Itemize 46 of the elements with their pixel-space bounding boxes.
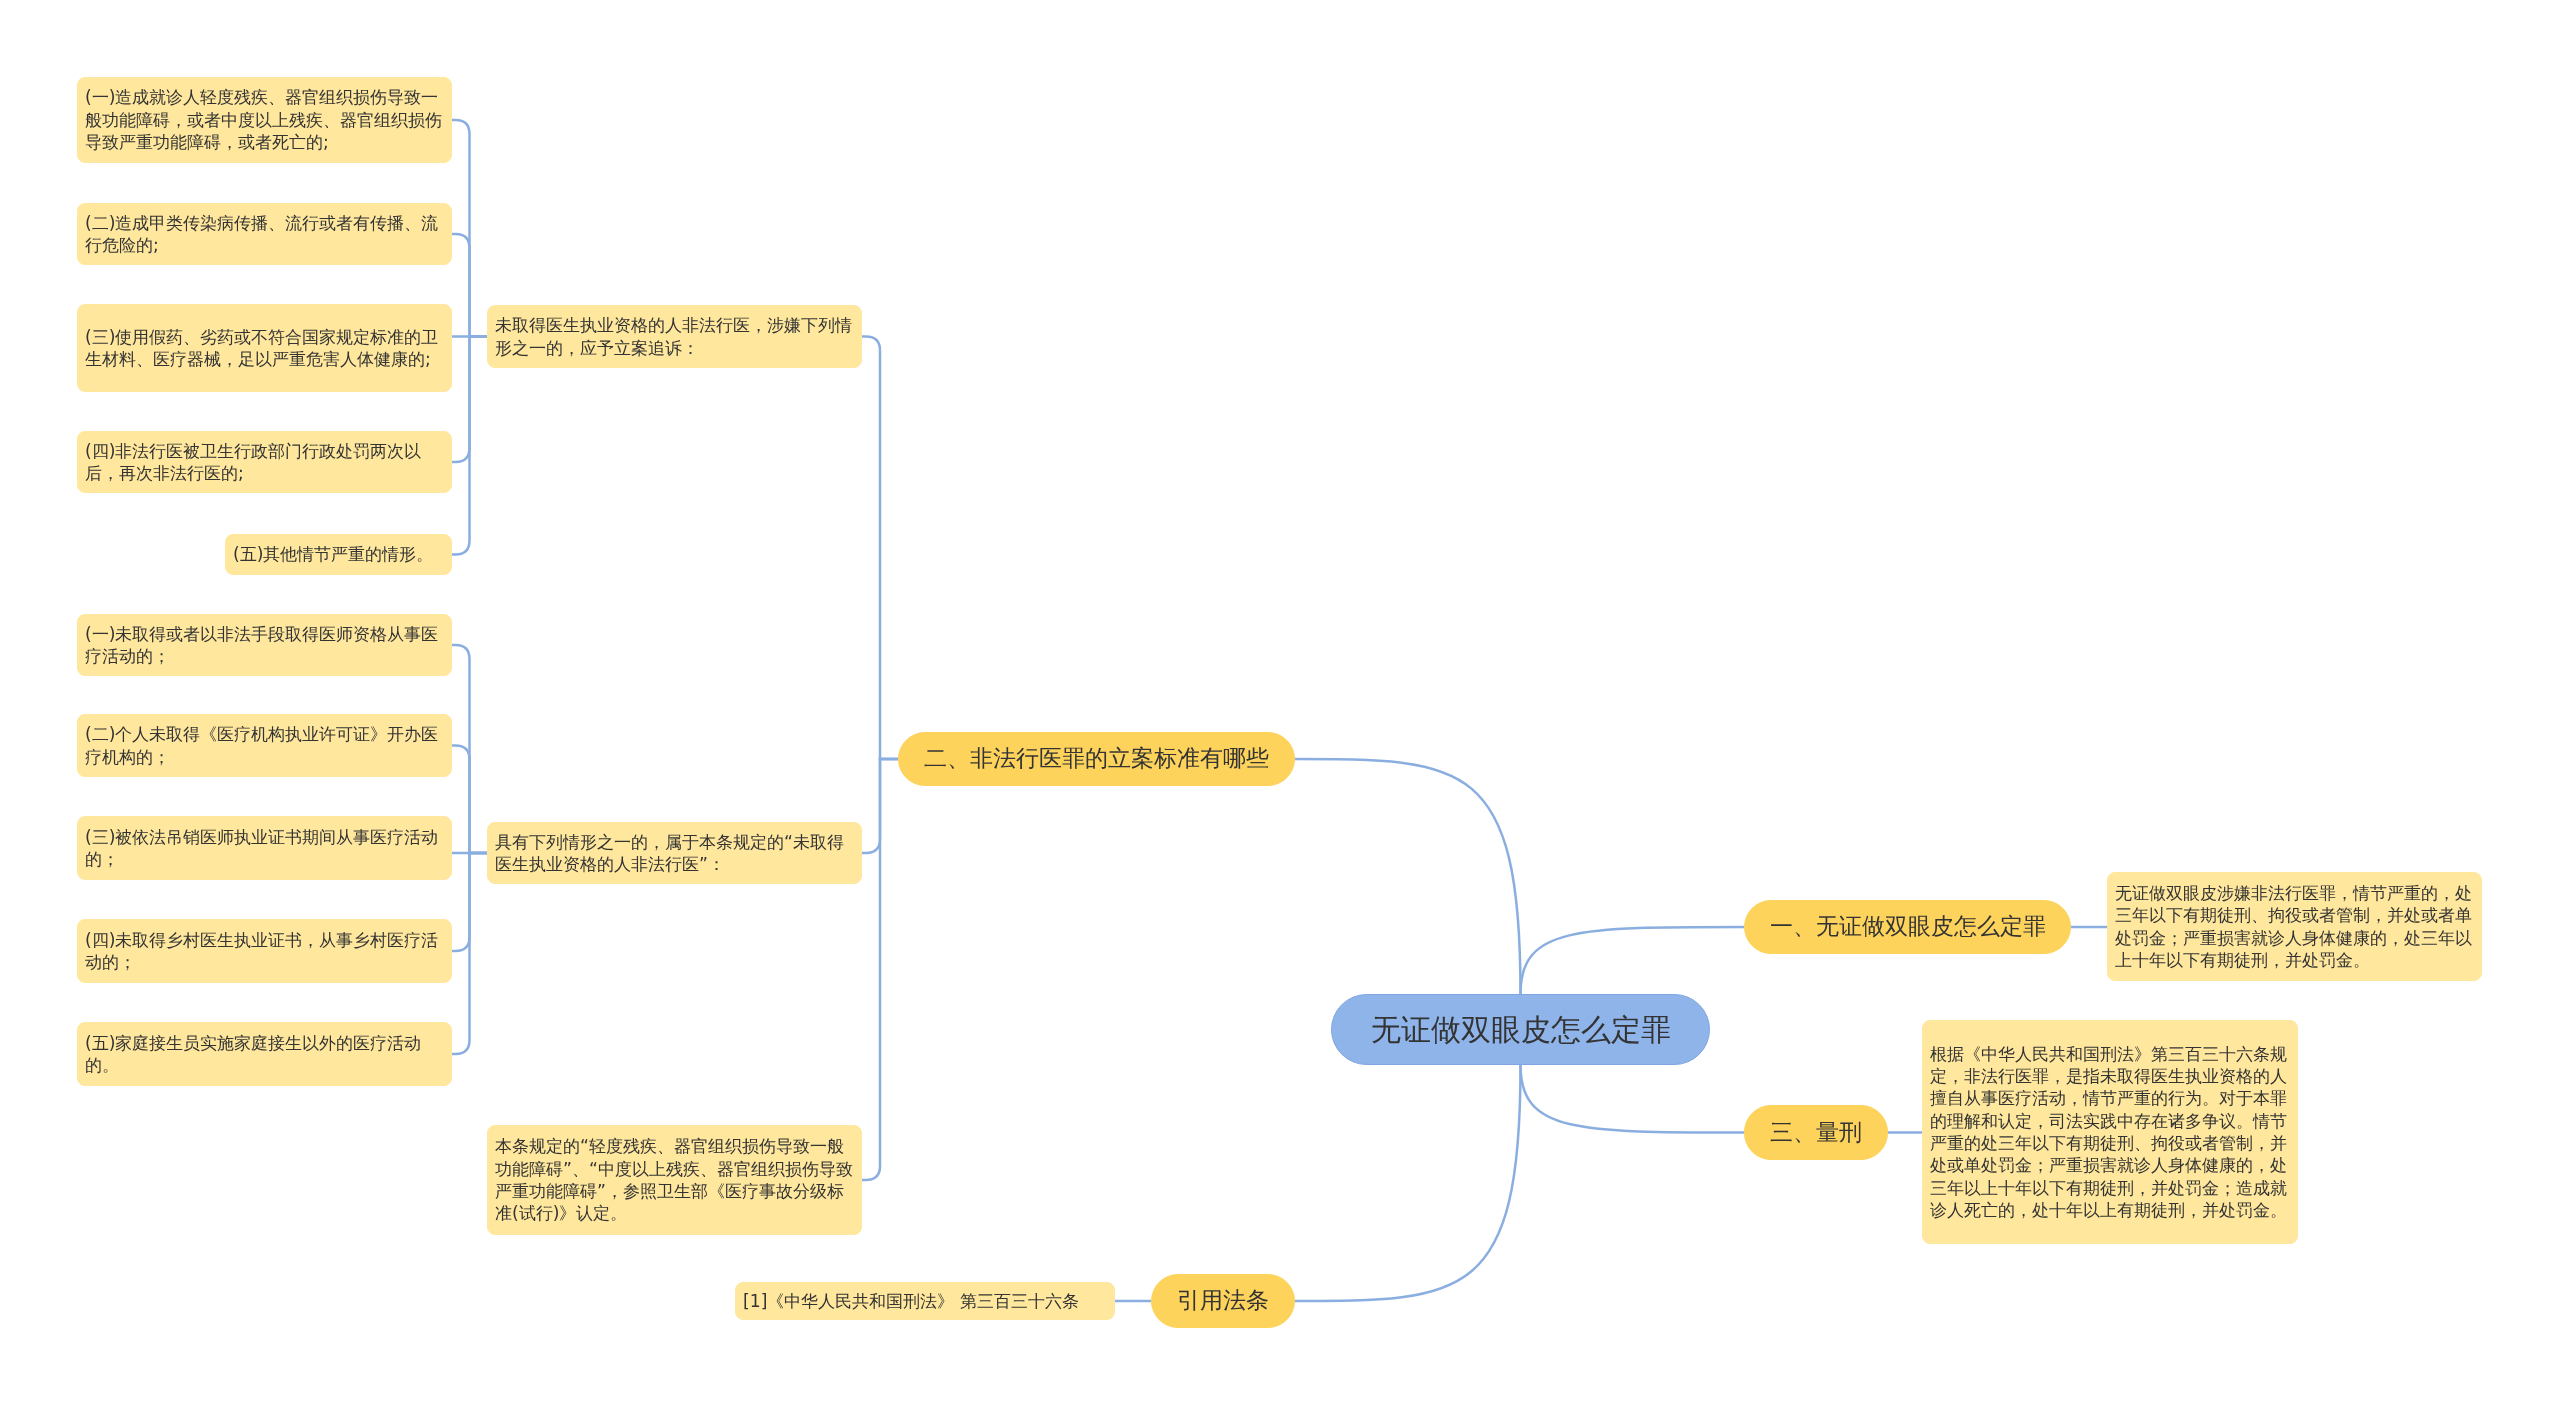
main-topic xyxy=(1744,900,2071,954)
subtopic-card xyxy=(77,431,452,493)
main-topic xyxy=(1151,1274,1295,1328)
connector-line xyxy=(1888,1131,1922,1134)
topic-text: 二、非法行医罪的立案标准有哪些 xyxy=(923,744,1270,774)
connector-line xyxy=(1115,1299,1151,1303)
subtopic-card xyxy=(225,534,452,575)
topic-text: (二)个人未取得《医疗机构执业许可证》开办医疗机构的； xyxy=(85,723,440,768)
subtopic-card xyxy=(77,816,452,880)
topic-text: 本条规定的“轻度残疾、器官组织损伤导致一般功能障碍”、“中度以上残疾、器官组织损伤导致严重功能障碍”，参照卫生部《医疗事故分级标准(试行)》认定。 xyxy=(495,1135,854,1225)
connector-line xyxy=(2071,925,2107,929)
topic-text: (四)未取得乡村医生执业证书，从事乡村医疗活动的； xyxy=(85,928,440,974)
topic-text: (一)造成就诊人轻度残疾、器官组织损伤导致一般功能障碍，或者中度以上残疾、器官组织损伤导致严重功能障碍，或者死亡的; xyxy=(85,86,443,154)
topic-text: (一)未取得或者以非法手段取得医师资格从事医疗活动的； xyxy=(85,622,440,668)
topic-text: 无证做双眼皮涉嫌非法行医罪，情节严重的，处三年以下有期徒刑、拘役或者管制，并处或者单处罚金；严重损害就诊人身体健康的，处三年以上十年以下有期徒刑，并处罚金。 xyxy=(2115,881,2473,972)
topic-text: [1]《中华人民共和国刑法》 第三百三十六条 xyxy=(743,1289,1080,1313)
topic-text: 根据《中华人民共和国刑法》第三百三十六条规定，非法行医罪，是指未取得医生执业资格的人擅自从事医疗活动，情节严重的行为。对于本罪的理解和认定，司法实践中存在诸多争议。情节严重的处三年以下有期徒刑、拘役或者管制，并处或单处罚金；严重损害就诊人身体健康的，处三年以上十年以下有期徒刑，并处罚金；造成就诊人死亡的，处十年以上有期徒刑，并处罚金。 xyxy=(1930,1042,2288,1222)
subtopic-card xyxy=(487,1125,862,1235)
topic-text: 一、无证做双眼皮怎么定罪 xyxy=(1768,912,2047,942)
topic-text: 无证做双眼皮怎么定罪 xyxy=(1369,1011,1672,1049)
main-topic xyxy=(898,732,1295,786)
subtopic-card xyxy=(77,714,452,777)
subtopic-card xyxy=(77,919,452,983)
subtopic-card xyxy=(487,822,862,884)
subtopic-card xyxy=(487,305,862,368)
subtopic-card xyxy=(2107,872,2482,981)
subtopic-card xyxy=(735,1282,1115,1320)
main-topic xyxy=(1744,1105,1888,1160)
topic-text: 未取得医生执业资格的人非法行医，涉嫌下列情形之一的，应予立案追诉： xyxy=(495,314,853,359)
subtopic-card xyxy=(77,1022,452,1086)
topic-text: 三、量刑 xyxy=(1769,1117,1863,1147)
topic-text: (三)被依法吊销医师执业证书期间从事医疗活动的； xyxy=(85,825,440,871)
topic-text: 具有下列情形之一的，属于本条规定的“未取得医生执业资格的人非法行医”： xyxy=(495,830,845,876)
topic-text: (二)造成甲类传染病传播、流行或者有传播、流行危险的; xyxy=(85,211,440,257)
topic-text: (五)家庭接生员实施家庭接生以外的医疗活动的。 xyxy=(85,1031,423,1077)
subtopic-card xyxy=(77,614,452,676)
topic-text: (五)其他情节严重的情形。 xyxy=(233,543,435,566)
subtopic-card xyxy=(77,77,452,163)
connector-line xyxy=(1295,1064,1522,1303)
subtopic-card xyxy=(77,203,452,265)
topic-text: 引用法条 xyxy=(1176,1286,1270,1316)
topic-text: (三)使用假药、劣药或不符合国家规定标准的卫生材料、医疗器械，足以严重危害人体健康的; xyxy=(85,325,440,371)
connector-line xyxy=(1295,757,1522,995)
subtopic-card xyxy=(77,304,452,392)
subtopic-card xyxy=(1922,1020,2298,1244)
topic-text: (四)非法行医被卫生行政部门行政处罚两次以后，再次非法行医的; xyxy=(85,439,423,485)
